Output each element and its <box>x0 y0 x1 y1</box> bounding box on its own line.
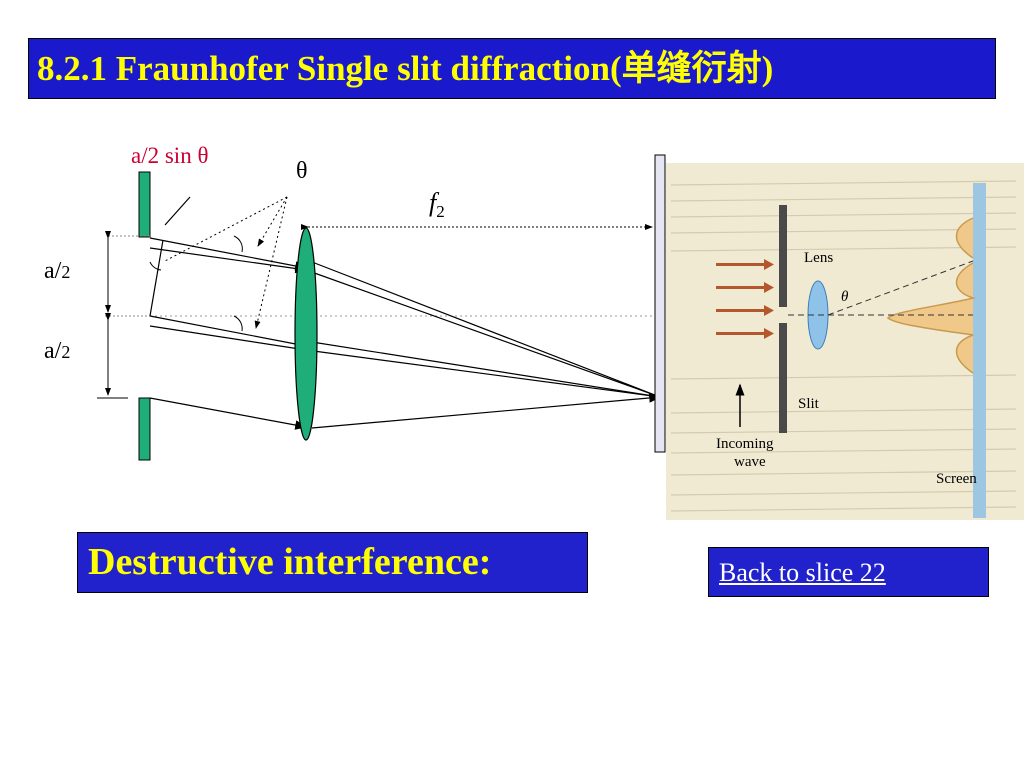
theta-label: θ <box>296 158 308 184</box>
screen <box>654 154 666 453</box>
intensity-curve <box>886 217 976 374</box>
half-sin-theta-label: a/2 sin θ <box>131 143 209 168</box>
textbook-figure: Lens θ Slit Incoming wave Screen <box>666 163 1024 520</box>
lens <box>294 227 318 441</box>
half-width-label-upper: a/2 <box>44 258 71 284</box>
focal-length-label: f2 <box>429 188 445 222</box>
ray-4 <box>149 325 308 354</box>
converge-4 <box>311 341 661 398</box>
converge-1 <box>305 269 661 398</box>
figure-slit-bottom <box>779 323 787 433</box>
slide-title: 8.2.1 Fraunhofer Single slit diffraction… <box>28 38 996 99</box>
converge-5 <box>311 393 662 429</box>
figure-theta-label: θ <box>841 289 849 305</box>
ray-2 <box>149 247 308 274</box>
destructive-interference-box: Destructive interference: <box>77 532 588 593</box>
theta-arc-slit <box>149 261 162 271</box>
theta-arc-lower <box>233 315 243 332</box>
figure-screen-bar <box>973 183 986 518</box>
half-width-label-lower: a/2 <box>44 338 71 364</box>
figure-wave-label: wave <box>734 454 766 470</box>
converge-3 <box>305 349 661 398</box>
converge-2 <box>311 261 661 398</box>
slit-plate-top <box>138 171 151 238</box>
figure-slit-top <box>779 205 787 307</box>
theta-pointer-1 <box>162 196 288 263</box>
ray-3 <box>149 315 308 349</box>
theta-pointer-3 <box>254 196 288 329</box>
ray-5 <box>149 397 308 430</box>
ray-1 <box>149 237 308 271</box>
back-to-slice-link[interactable]: Back to slice 22 <box>719 558 886 587</box>
theta-arc-upper <box>233 235 243 253</box>
figure-screen-label: Screen <box>936 471 977 487</box>
figure-lens-label: Lens <box>804 250 833 266</box>
perpendicular-line <box>149 239 164 317</box>
figure-incoming-label: Incoming <box>716 436 774 452</box>
slit-plate-bottom <box>138 397 151 461</box>
back-link-box: Back to slice 22 <box>708 547 989 597</box>
pointer-line <box>164 196 191 226</box>
figure-slit-label: Slit <box>798 396 820 412</box>
